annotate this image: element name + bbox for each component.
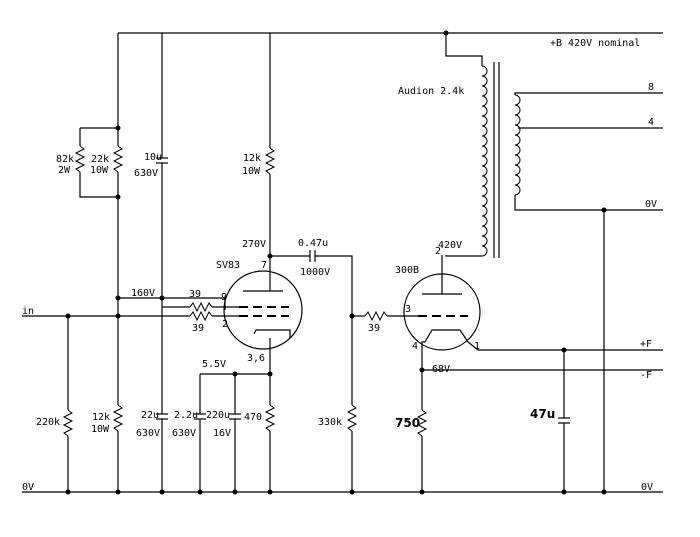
supply-rail-label: +B 420V nominal bbox=[550, 38, 640, 49]
sv83-cathode-pins: 3,6 bbox=[247, 353, 265, 364]
c-47u-value: 47u bbox=[530, 407, 555, 421]
driver-anode-voltage: 270V bbox=[242, 239, 266, 250]
tube-300b: 300B 2 3 4 1 bbox=[395, 246, 481, 352]
resistor-12k-screen bbox=[112, 404, 124, 432]
300b-fil-pin-a: 4 bbox=[412, 341, 418, 352]
transformer-label: Audion 2.4k bbox=[398, 86, 464, 97]
sv83-g2-pin: 2 bbox=[222, 319, 228, 330]
sv83-name: SV83 bbox=[216, 260, 240, 271]
c-coupling-rating: 1000V bbox=[300, 267, 330, 278]
driver-anode-load: 12k 10W 270V bbox=[242, 33, 276, 271]
300b-name: 300B bbox=[395, 265, 419, 276]
r-12k-screen-value: 12k bbox=[92, 412, 110, 423]
resistor-750 bbox=[416, 409, 428, 437]
c-220u-value: 220u bbox=[206, 410, 230, 421]
resistor-82k bbox=[74, 145, 86, 173]
input-label: in bbox=[22, 306, 34, 317]
resistor-22k bbox=[112, 145, 124, 173]
tap-8: 8 bbox=[648, 82, 654, 93]
tube-sv83: SV83 7 9 2 3,6 bbox=[216, 260, 303, 364]
ground-rail-label-left: 0V bbox=[22, 482, 34, 493]
r-12k-anode-rating: 10W bbox=[242, 166, 261, 177]
input-resistor-branch: 220k bbox=[36, 316, 74, 495]
transformer-primary bbox=[481, 65, 488, 257]
r-470-value: 470 bbox=[244, 412, 262, 423]
tap-4: 4 bbox=[648, 117, 654, 128]
tap-0v: 0V bbox=[645, 199, 657, 210]
input-line: in bbox=[22, 306, 190, 319]
r-22k-rating: 10W bbox=[90, 165, 109, 176]
c-10u-rating: 630V bbox=[134, 168, 158, 179]
screen-voltage: 160V bbox=[131, 288, 155, 299]
grid-stoppers: 39 39 bbox=[162, 289, 240, 334]
300b-fil-pin-b: 1 bbox=[474, 341, 480, 352]
sv83-anode-pin: 7 bbox=[261, 260, 267, 271]
r-82k-value: 82k bbox=[56, 154, 74, 165]
resistor-39-top bbox=[189, 301, 213, 313]
c-22u-value: 22u bbox=[141, 410, 159, 421]
transformer-secondary bbox=[514, 94, 521, 196]
resistor-330k bbox=[346, 404, 358, 432]
filament-supply: +F -F 68V 47u bbox=[419, 339, 663, 495]
resistor-220k bbox=[62, 409, 74, 437]
output-transformer: Audion 2.4k 8 4 0V 420V bbox=[398, 30, 663, 495]
c-22u-rating: 630V bbox=[136, 428, 160, 439]
r-12k-anode-value: 12k bbox=[243, 153, 261, 164]
grid-leak-branch: 330k 39 bbox=[318, 310, 418, 495]
filament-minus-label: -F bbox=[640, 370, 652, 381]
r-750-value: 750 bbox=[395, 416, 420, 430]
r-22k-value: 22k bbox=[91, 154, 109, 165]
resistor-470 bbox=[264, 404, 276, 432]
r-39-output-value: 39 bbox=[368, 323, 380, 334]
supply-rail: +B 420V nominal bbox=[118, 32, 663, 49]
resistor-39-output bbox=[364, 310, 388, 322]
cathode-network: 5.5V 470 2.2u 630V 220u 16V bbox=[172, 349, 276, 495]
c-10u-value: 10u bbox=[144, 152, 162, 163]
r-330k-value: 330k bbox=[318, 417, 342, 428]
filter-cap-branch: 10u 630V 160V 22u 630V bbox=[118, 33, 226, 495]
ground-rail: 0V 0V bbox=[22, 482, 663, 493]
r-39-bottom-value: 39 bbox=[192, 323, 204, 334]
resistor-39-bottom bbox=[189, 310, 213, 322]
r-82k-rating: 2W bbox=[58, 165, 71, 176]
r-12k-screen-rating: 10W bbox=[91, 424, 110, 435]
c-coupling-value: 0.47u bbox=[298, 238, 328, 249]
300b-anode-pin: 2 bbox=[435, 246, 441, 257]
output-anode-voltage: 420V bbox=[438, 240, 462, 251]
screen-supply-branch: 82k 2W 22k 10W 12k 10W bbox=[56, 33, 124, 495]
filament-plus-label: +F bbox=[640, 339, 652, 350]
resistor-12k-anode bbox=[264, 147, 276, 175]
filament-voltage: 68V bbox=[432, 364, 450, 375]
c-2u2-value: 2.2u bbox=[174, 410, 198, 421]
c-2u2-rating: 630V bbox=[172, 428, 196, 439]
r-220k-value: 220k bbox=[36, 417, 60, 428]
300b-grid-pin: 3 bbox=[405, 304, 411, 315]
r-39-top-value: 39 bbox=[189, 289, 201, 300]
filament-bias-resistor: 750 bbox=[395, 370, 428, 495]
c-220u-rating: 16V bbox=[213, 428, 231, 439]
driver-cathode-voltage: 5.5V bbox=[202, 359, 226, 370]
sv83-g1-pin: 9 bbox=[221, 292, 227, 303]
ground-rail-label-right: 0V bbox=[641, 482, 653, 493]
